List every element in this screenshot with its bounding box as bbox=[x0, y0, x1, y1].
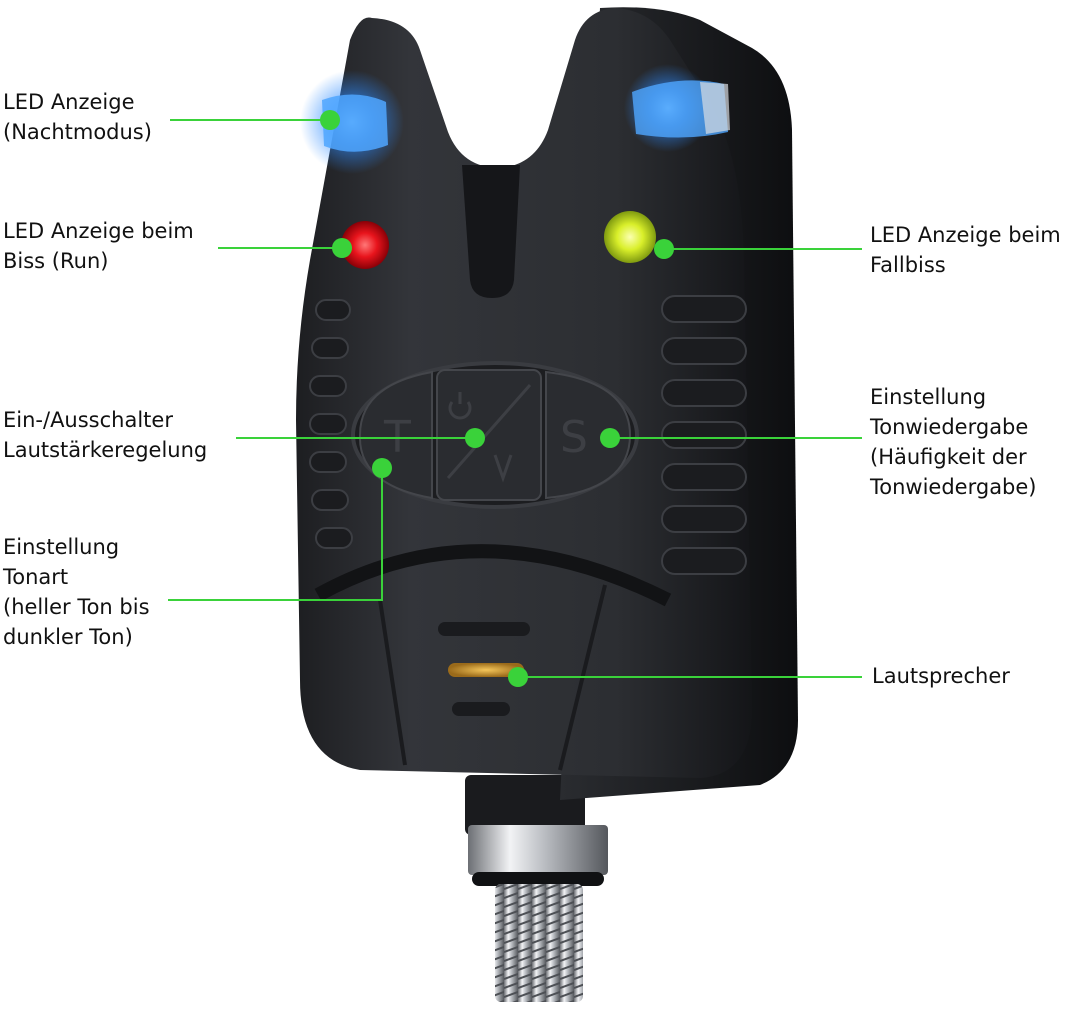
line-slot bbox=[462, 165, 520, 298]
callout-dot-sound bbox=[600, 428, 620, 448]
callout-line-tone bbox=[168, 470, 383, 601]
bolt-neck bbox=[465, 775, 585, 835]
callout-dot-power bbox=[465, 428, 485, 448]
callout-dot-dropback bbox=[654, 239, 674, 259]
callout-lines bbox=[168, 119, 862, 678]
callout-dots bbox=[320, 110, 674, 687]
label-sound-setting: Einstellung Tonwiedergabe (Häufigkeit de… bbox=[870, 385, 1037, 499]
label-led-night: LED Anzeige (Nachtmodus) bbox=[3, 90, 152, 144]
callout-dot-speaker bbox=[508, 667, 528, 687]
label-led-bite: LED Anzeige beim Biss (Run) bbox=[3, 219, 194, 273]
grip-ribs-right bbox=[661, 295, 747, 575]
callout-dot-bite bbox=[332, 238, 352, 258]
callout-dot-night bbox=[320, 110, 340, 130]
led-night-right bbox=[624, 64, 730, 152]
label-speaker: Lautsprecher bbox=[872, 664, 1010, 688]
bolt-nut bbox=[468, 825, 608, 875]
bolt-oring bbox=[472, 872, 604, 886]
mounting-bolt bbox=[465, 775, 608, 1002]
volume-icon bbox=[446, 384, 532, 483]
label-power-volume: Ein-/Ausschalter Lautstärkeregelung bbox=[3, 408, 208, 462]
speaker-panel-edge bbox=[314, 544, 672, 607]
label-led-dropback: LED Anzeige beim Fallbiss bbox=[870, 223, 1061, 277]
callout-dot-tone bbox=[372, 458, 392, 478]
button-pad: T S bbox=[351, 361, 639, 509]
sensitivity-button[interactable] bbox=[545, 370, 632, 500]
led-dropback-yellow bbox=[604, 211, 656, 263]
bolt-thread bbox=[495, 884, 583, 1002]
speaker-grille bbox=[438, 622, 530, 716]
label-tone-setting: Einstellung Tonart (heller Ton bis dunkl… bbox=[3, 535, 150, 649]
power-icon bbox=[448, 392, 472, 420]
led-bite-red bbox=[341, 221, 389, 269]
sensitivity-button-label: S bbox=[560, 412, 588, 463]
led-night-left bbox=[300, 70, 404, 174]
grip-ribs-left bbox=[309, 299, 353, 549]
